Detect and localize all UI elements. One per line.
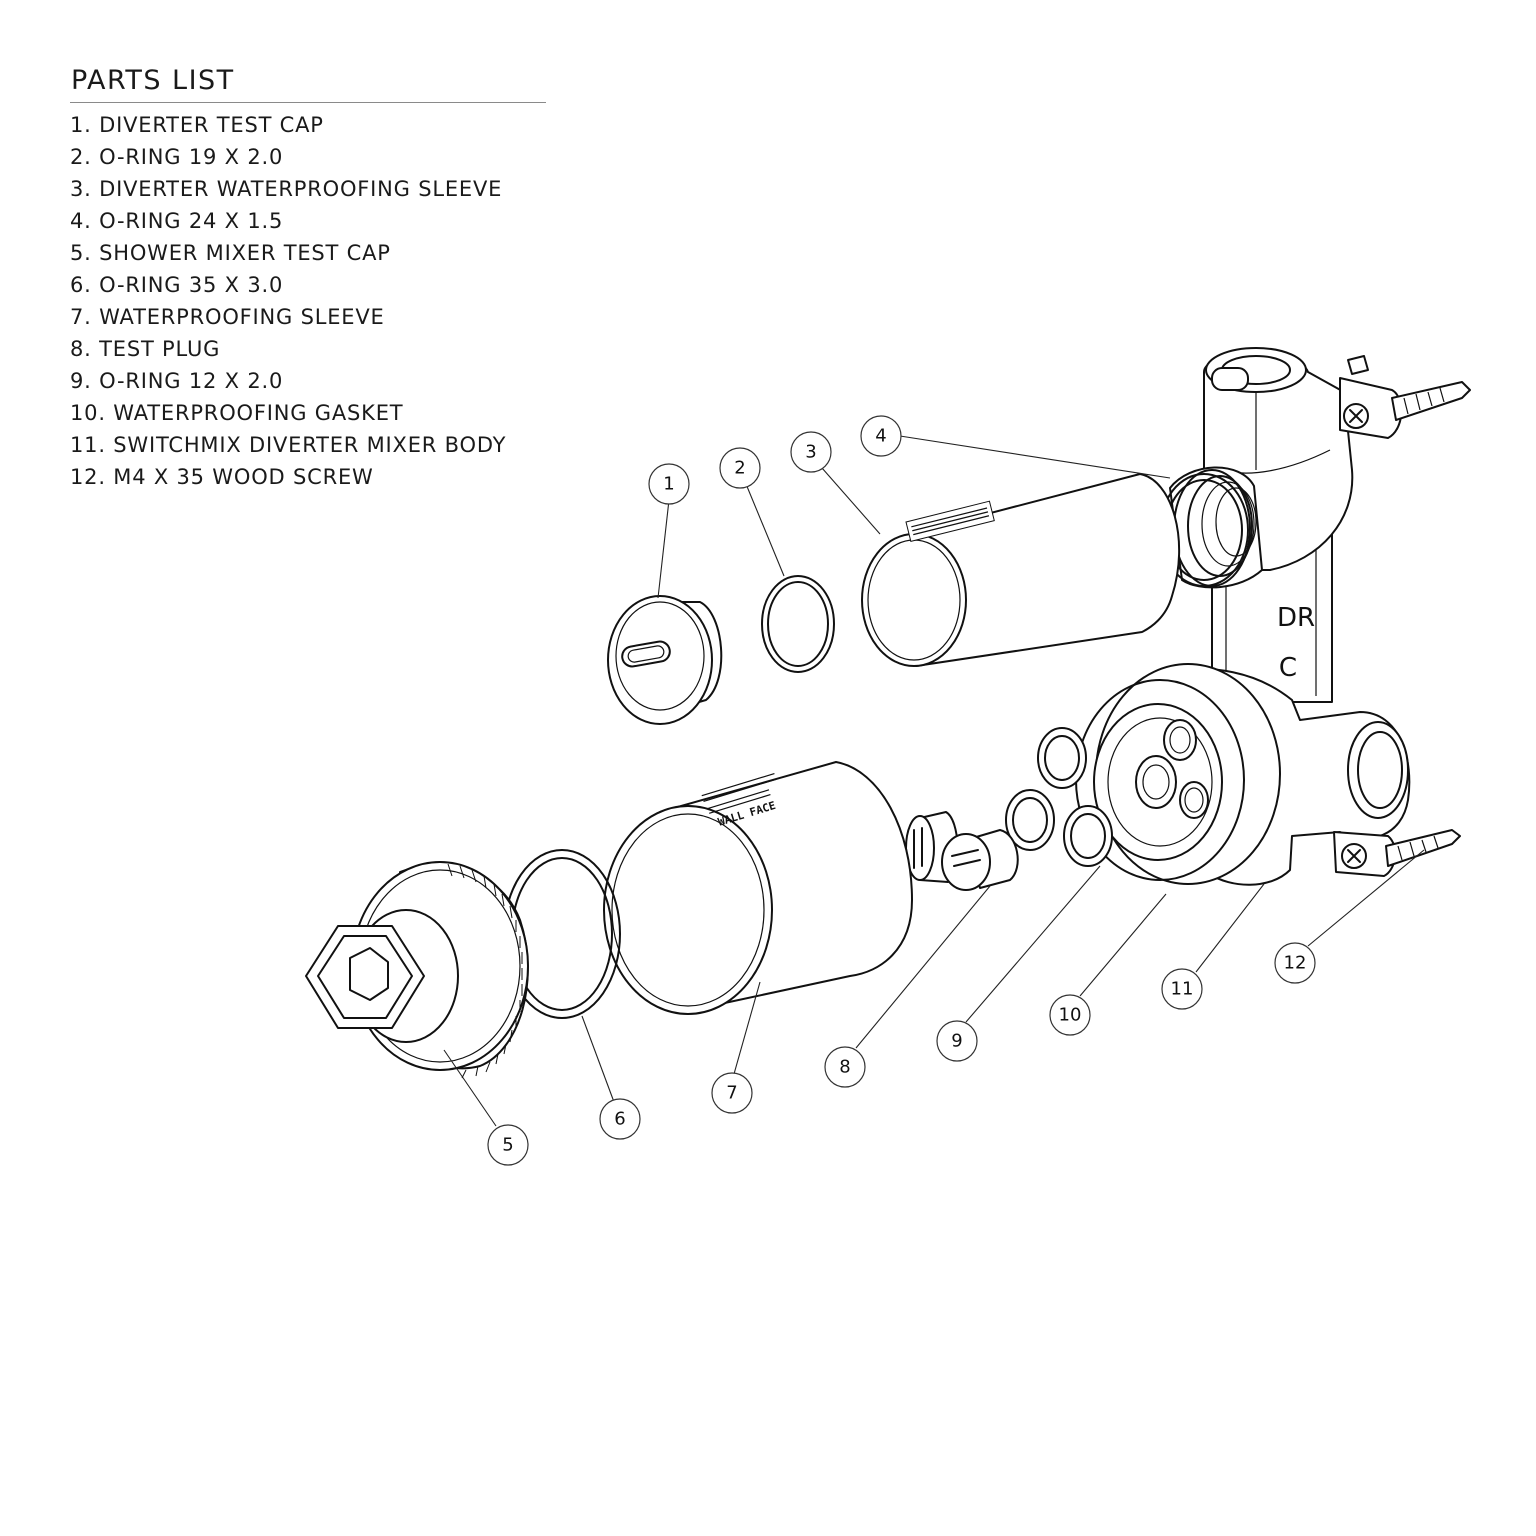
part-item: 4. O-RING 24 X 1.5 [70, 205, 546, 237]
svg-text:2: 2 [734, 458, 745, 479]
svg-text:1: 1 [663, 474, 674, 495]
shower-mixer-test-cap [305, 861, 529, 1079]
balloon-4: 4 [860, 415, 902, 457]
leader-lines [443, 435, 1425, 1127]
svg-text:9: 9 [951, 1031, 962, 1052]
part-item: 7. WATERPROOFING SLEEVE [70, 301, 546, 333]
svg-text:8: 8 [839, 1057, 850, 1078]
part-item: 6. O-RING 35 X 3.0 [70, 269, 546, 301]
part-number: 3. [70, 177, 92, 201]
balloon-2: 2 [719, 447, 761, 489]
part-number: 2. [70, 145, 92, 169]
part-item: 8. TEST PLUG [70, 333, 546, 365]
leader-9 [965, 865, 1101, 1023]
part-item: 3. DIVERTER WATERPROOFING SLEEVE [70, 173, 546, 205]
diverter-test-cap [607, 595, 723, 725]
part-item: 1. DIVERTER TEST CAP [70, 109, 546, 141]
part-number: 9. [70, 369, 92, 393]
leader-10 [1079, 893, 1167, 997]
part-number: 8. [70, 337, 92, 361]
body-marking-c: C [1279, 653, 1297, 683]
o-ring-19x2 [761, 575, 835, 673]
balloon-12: 12 [1274, 942, 1316, 984]
leader-3 [821, 467, 881, 535]
part-number: 7. [70, 305, 92, 329]
part-item: 9. O-RING 12 X 2.0 [70, 365, 546, 397]
balloon-5: 5 [487, 1124, 529, 1166]
leader-2 [745, 483, 785, 577]
leader-11 [1195, 883, 1265, 973]
svg-text:6: 6 [614, 1109, 625, 1130]
part-number: 6. [70, 273, 92, 297]
balloon-10: 10 [1049, 994, 1091, 1036]
part-number: 10. [70, 401, 106, 425]
part-number: 4. [70, 209, 92, 233]
part-number: 11. [70, 433, 106, 457]
part-item: 5. SHOWER MIXER TEST CAP [70, 237, 546, 269]
parts-list-items: 1. DIVERTER TEST CAP 2. O-RING 19 X 2.0 … [70, 109, 546, 493]
diverter-sleeve [861, 473, 1181, 667]
part-name: WATERPROOFING GASKET [113, 401, 404, 425]
balloon-9: 9 [936, 1020, 978, 1062]
balloon-11: 11 [1161, 968, 1203, 1010]
balloon-6: 6 [599, 1098, 641, 1140]
part-name: SWITCHMIX DIVERTER MIXER BODY [113, 433, 507, 457]
balloon-8: 8 [824, 1046, 866, 1088]
leader-5 [443, 1049, 497, 1127]
test-plugs [905, 811, 1019, 891]
svg-text:11: 11 [1171, 979, 1194, 1000]
leader-8 [855, 885, 991, 1049]
part-number: 5. [70, 241, 92, 265]
o-rings-12x2 [1005, 727, 1113, 867]
part-name: TEST PLUG [99, 337, 221, 361]
part-name: DIVERTER TEST CAP [99, 113, 324, 137]
leader-6 [581, 1015, 615, 1103]
leader-1 [657, 499, 670, 599]
part-name: O-RING 35 X 3.0 [99, 273, 284, 297]
svg-text:10: 10 [1059, 1005, 1082, 1026]
balloon-1: 1 [648, 463, 690, 505]
waterproofing-gasket [1075, 663, 1281, 885]
item-balloons: 1 2 3 4 5 6 7 8 [487, 415, 1316, 1166]
leader-12 [1307, 849, 1425, 947]
parts-list: PARTS LIST 1. DIVERTER TEST CAP 2. O-RIN… [70, 64, 546, 493]
body-marking-dr: DR [1277, 603, 1315, 633]
part-name: O-RING 19 X 2.0 [99, 145, 284, 169]
svg-text:5: 5 [502, 1135, 513, 1156]
part-name: M4 X 35 WOOD SCREW [113, 465, 374, 489]
part-name: O-RING 12 X 2.0 [99, 369, 284, 393]
balloon-7: 7 [711, 1072, 753, 1114]
svg-text:3: 3 [805, 442, 816, 463]
leader-7 [733, 981, 761, 1075]
part-item: 12. M4 X 35 WOOD SCREW [70, 461, 546, 493]
leader-4 [899, 435, 1171, 479]
waterproofing-sleeve: WALL FACE [603, 761, 913, 1015]
parts-list-title: PARTS LIST [70, 64, 546, 103]
part-item: 11. SWITCHMIX DIVERTER MIXER BODY [70, 429, 546, 461]
part-name: O-RING 24 X 1.5 [99, 209, 284, 233]
part-item: 10. WATERPROOFING GASKET [70, 397, 546, 429]
part-number: 12. [70, 465, 106, 489]
svg-text:12: 12 [1284, 953, 1307, 974]
part-number: 1. [70, 113, 92, 137]
part-name: SHOWER MIXER TEST CAP [99, 241, 391, 265]
balloon-3: 3 [790, 431, 832, 473]
part-name: WATERPROOFING SLEEVE [99, 305, 385, 329]
svg-text:7: 7 [726, 1083, 737, 1104]
part-item: 2. O-RING 19 X 2.0 [70, 141, 546, 173]
svg-text:4: 4 [875, 426, 886, 447]
part-name: DIVERTER WATERPROOFING SLEEVE [99, 177, 503, 201]
